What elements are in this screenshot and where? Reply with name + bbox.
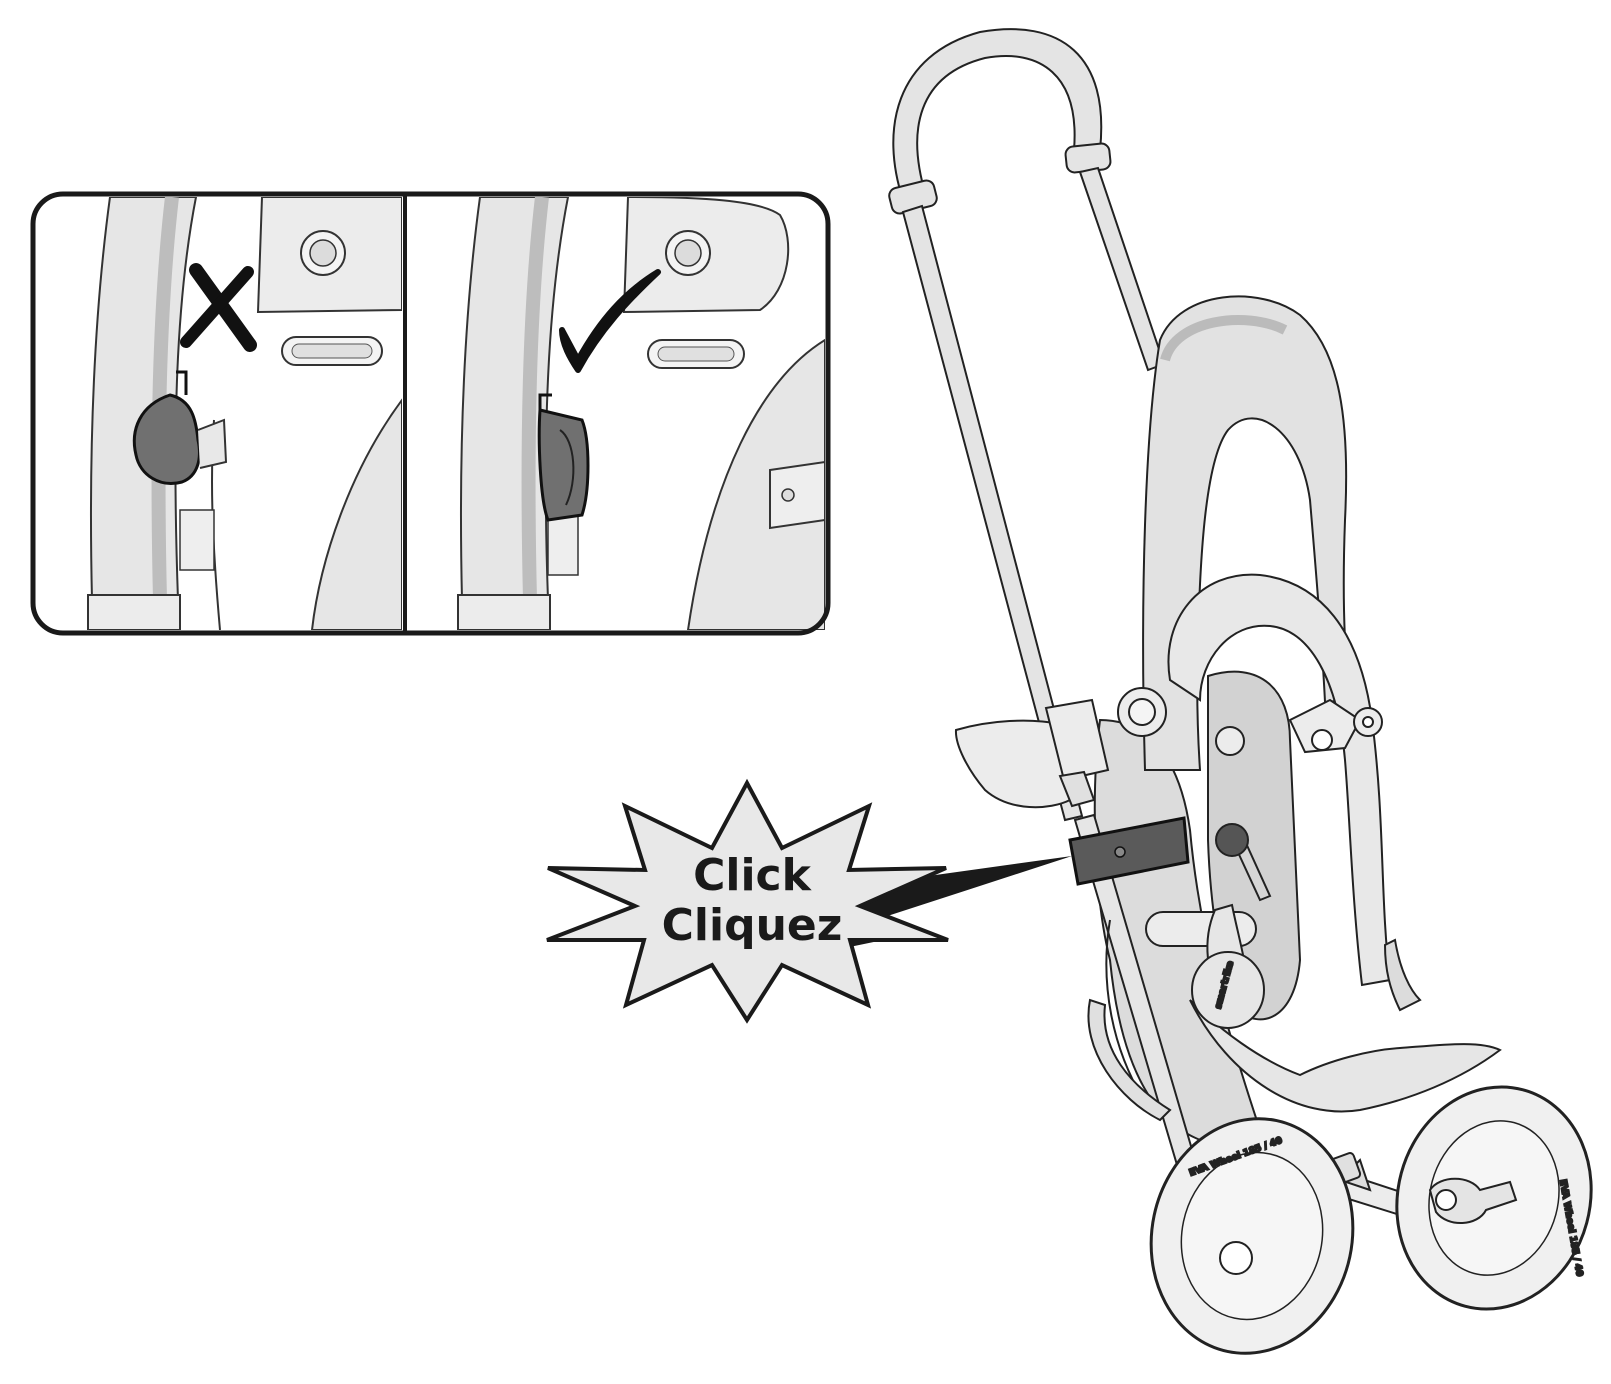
inset-frame-incorrect: [36, 197, 402, 630]
inset-border: [30, 191, 831, 636]
rear-wheel: EVA Wheel 185 / 40: [1395, 1085, 1593, 1311]
starburst: [546, 778, 949, 1024]
locking-strap: [1068, 816, 1190, 886]
latch-open: [132, 393, 201, 485]
incorrect-x-icon: [180, 263, 257, 352]
front-wheel: EVA Wheel 185 / 40: [1149, 1117, 1355, 1355]
push-handle: [888, 28, 1166, 822]
callout-cliquez-text: Cliquez: [662, 900, 843, 951]
correct-check-icon: [559, 269, 661, 373]
inset-panel: [30, 191, 831, 636]
click-callout: Click Cliquez: [546, 778, 1072, 1024]
folded-trike: smartrike EVA Wheel 185 / 40 EVA Wheel 1…: [888, 28, 1593, 1355]
callout-click-text: Click: [693, 850, 813, 901]
inset-frame-correct: [407, 197, 825, 630]
footrest: [954, 719, 1072, 809]
latch-closed: [537, 408, 590, 522]
